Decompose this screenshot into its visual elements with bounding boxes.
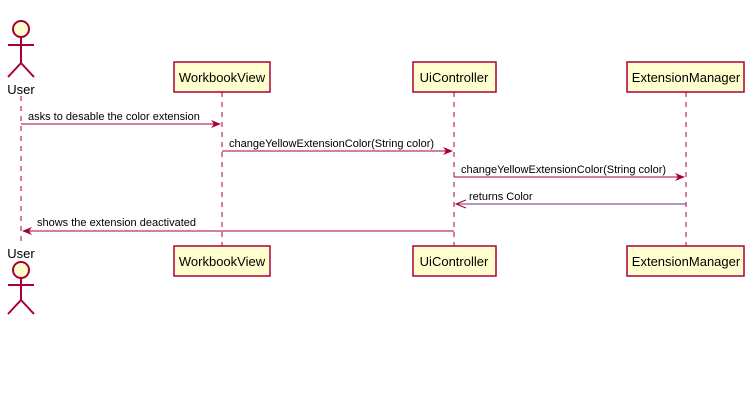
arrow-head-icon: [454, 199, 467, 209]
message-3: changeYellowExtensionColor(String color): [454, 164, 685, 181]
participant-workbook-view-bottom: WorkbookView: [173, 245, 271, 277]
arrow-head-icon: [443, 147, 453, 155]
actor-leg-right: [20, 299, 35, 315]
participant-label: ExtensionManager: [632, 70, 741, 85]
message-label: shows the extension deactivated: [37, 217, 196, 229]
arrow-head-icon: [211, 120, 221, 128]
actor-leg-right: [20, 62, 35, 78]
arrow-head-icon: [675, 173, 685, 181]
message-label: returns Color: [469, 191, 533, 203]
participant-extension-manager-top: ExtensionManager: [626, 61, 745, 93]
message-5: shows the extension deactivated: [22, 217, 454, 235]
message-label: asks to desable the color extension: [28, 111, 200, 123]
participant-ui-controller-bottom: UiController: [412, 245, 497, 277]
participant-label: WorkbookView: [179, 254, 266, 269]
actor-head-icon: [12, 261, 30, 279]
participant-label: WorkbookView: [179, 70, 266, 85]
message-label: changeYellowExtensionColor(String color): [461, 164, 666, 176]
message-2: changeYellowExtensionColor(String color): [222, 138, 453, 155]
message-label: changeYellowExtensionColor(String color): [229, 138, 434, 150]
actor-head-icon: [12, 20, 30, 38]
participant-ui-controller-top: UiController: [412, 61, 497, 93]
message-1: asks to desable the color extension: [21, 111, 221, 128]
participant-label: ExtensionManager: [632, 254, 741, 269]
message-4-return: returns Color: [454, 191, 686, 209]
arrow-head-icon: [22, 227, 32, 235]
participant-label: UiController: [420, 70, 489, 85]
participant-label: UiController: [420, 254, 489, 269]
actor-leg-left: [7, 62, 22, 78]
actor-leg-left: [7, 299, 22, 315]
actor-label-top: User: [7, 82, 35, 97]
participant-workbook-view-top: WorkbookView: [173, 61, 271, 93]
actor-user-top: User: [7, 20, 35, 97]
actor-user-bottom: User: [7, 246, 35, 315]
actor-label-bottom: User: [7, 246, 35, 261]
participant-extension-manager-bottom: ExtensionManager: [626, 245, 745, 277]
